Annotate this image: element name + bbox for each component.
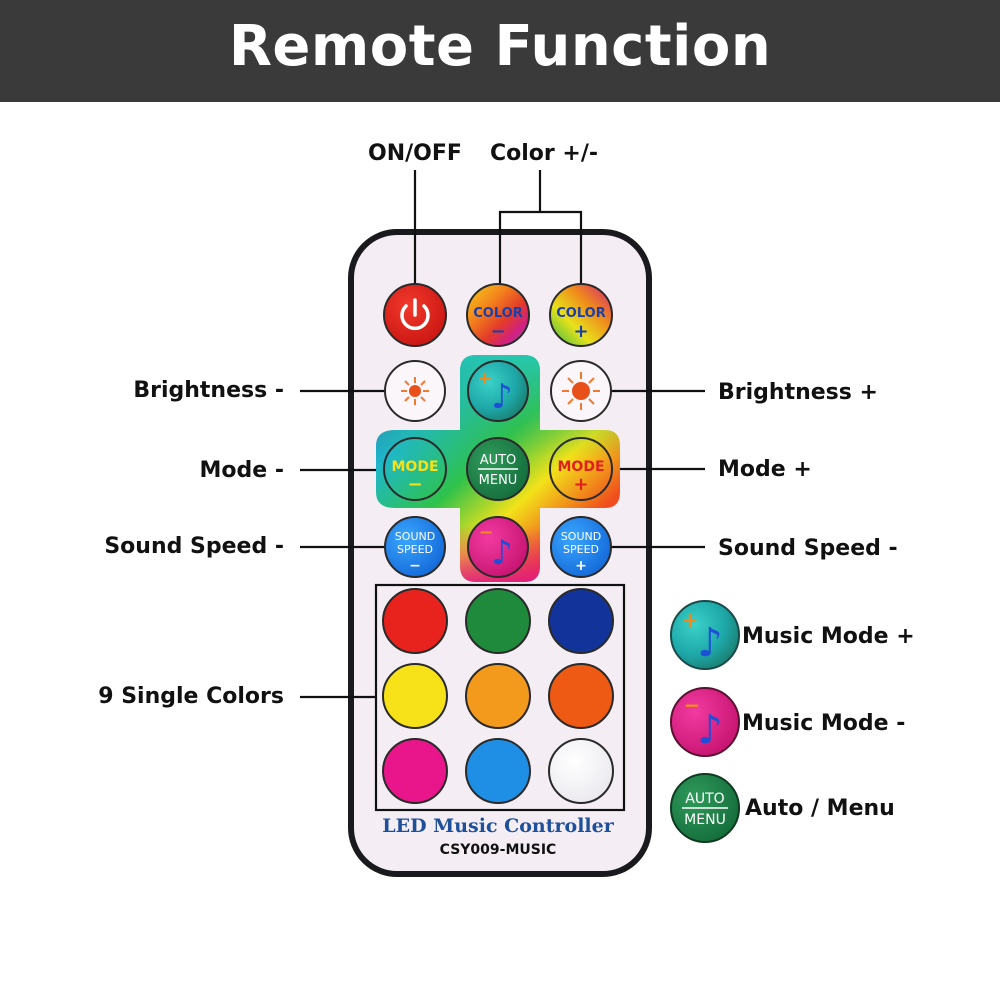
header-bar: Remote Function xyxy=(0,0,1000,102)
power-icon xyxy=(400,304,430,331)
sun-small-icon xyxy=(401,377,429,405)
svg-text:MENU: MENU xyxy=(684,812,726,828)
label-brightness-minus: Brightness - xyxy=(133,378,284,403)
sound-plus-sign: + xyxy=(575,558,587,574)
label-9-single-colors: 9 Single Colors xyxy=(98,684,284,709)
mode-plus-sign: + xyxy=(573,474,588,495)
brightness-minus-button[interactable] xyxy=(384,360,446,422)
music-mode-minus-button[interactable]: − ♪ xyxy=(467,516,529,578)
legend-music-mode-minus-icon: − ♪ xyxy=(670,687,740,757)
single-color-button-8[interactable] xyxy=(465,738,531,804)
color-minus-text: COLOR xyxy=(473,306,522,321)
single-color-button-6[interactable] xyxy=(548,663,614,729)
remote-brand: LED Music Controller xyxy=(382,815,614,837)
single-color-button-7[interactable] xyxy=(382,738,448,804)
single-color-button-9[interactable] xyxy=(548,738,614,804)
svg-text:♪: ♪ xyxy=(697,707,723,753)
music-note-minus-icon: ♪ xyxy=(491,533,513,573)
sound-speed-plus-button[interactable]: SOUND SPEED + xyxy=(550,516,612,578)
legend-auto-menu-icon: AUTO MENU xyxy=(670,773,740,843)
mode-minus-button[interactable]: MODE − xyxy=(383,437,447,501)
label-mode-minus: Mode - xyxy=(199,458,284,483)
color-plus-sign: + xyxy=(573,321,588,342)
remote-model: CSY009-MUSIC xyxy=(440,842,557,858)
auto-text: AUTO xyxy=(480,453,517,468)
label-mode-plus: Mode + xyxy=(718,457,812,482)
sound-speed-minus-button[interactable]: SOUND SPEED − xyxy=(384,516,446,578)
sound-minus-sign: − xyxy=(409,558,421,574)
music-mode-plus-button[interactable]: + ♪ xyxy=(467,360,529,422)
label-on-off: ON/OFF xyxy=(368,141,462,166)
svg-text:+: + xyxy=(682,608,699,632)
music-note-icon: ♪ xyxy=(491,377,513,417)
speed-minus-text: SPEED xyxy=(397,543,433,556)
svg-text:−: − xyxy=(684,693,701,717)
brightness-plus-button[interactable] xyxy=(550,360,612,422)
label-brightness-plus: Brightness + xyxy=(718,380,878,405)
auto-menu-button[interactable]: AUTO MENU xyxy=(466,437,530,501)
page-title: Remote Function xyxy=(228,14,772,79)
color-minus-sign: − xyxy=(490,321,505,342)
single-color-button-4[interactable] xyxy=(382,663,448,729)
mode-minus-text: MODE xyxy=(391,459,438,475)
menu-text: MENU xyxy=(479,473,518,488)
music-plus-sign: + xyxy=(477,368,492,389)
label-sound-speed-left: Sound Speed - xyxy=(104,534,284,559)
mode-plus-text: MODE xyxy=(557,459,604,475)
legend-auto-menu-label: Auto / Menu xyxy=(745,796,895,821)
mode-minus-sign: − xyxy=(407,474,422,495)
speed-plus-text: SPEED xyxy=(563,543,599,556)
legend-music-mode-plus-label: Music Mode + xyxy=(742,624,915,649)
mode-plus-button[interactable]: MODE + xyxy=(549,437,613,501)
single-color-button-2[interactable] xyxy=(465,588,531,654)
sun-large-icon xyxy=(562,372,600,410)
sound-minus-text: SOUND xyxy=(395,530,435,543)
single-color-button-1[interactable] xyxy=(382,588,448,654)
music-minus-sign: − xyxy=(478,522,493,543)
label-color-plus-minus: Color +/- xyxy=(490,141,599,166)
color-minus-button[interactable]: COLOR − xyxy=(466,283,530,347)
legend-music-mode-minus-label: Music Mode - xyxy=(742,711,906,736)
legend-music-mode-plus-icon: + ♪ xyxy=(670,600,740,670)
svg-text:♪: ♪ xyxy=(697,620,723,666)
single-color-button-5[interactable] xyxy=(465,663,531,729)
svg-text:AUTO: AUTO xyxy=(685,791,724,807)
label-sound-speed-right: Sound Speed - xyxy=(718,536,898,561)
single-color-grid xyxy=(382,588,614,804)
power-button[interactable] xyxy=(383,283,447,347)
color-plus-button[interactable]: COLOR + xyxy=(549,283,613,347)
sound-plus-text: SOUND xyxy=(561,530,601,543)
color-plus-text: COLOR xyxy=(556,306,605,321)
single-color-button-3[interactable] xyxy=(548,588,614,654)
